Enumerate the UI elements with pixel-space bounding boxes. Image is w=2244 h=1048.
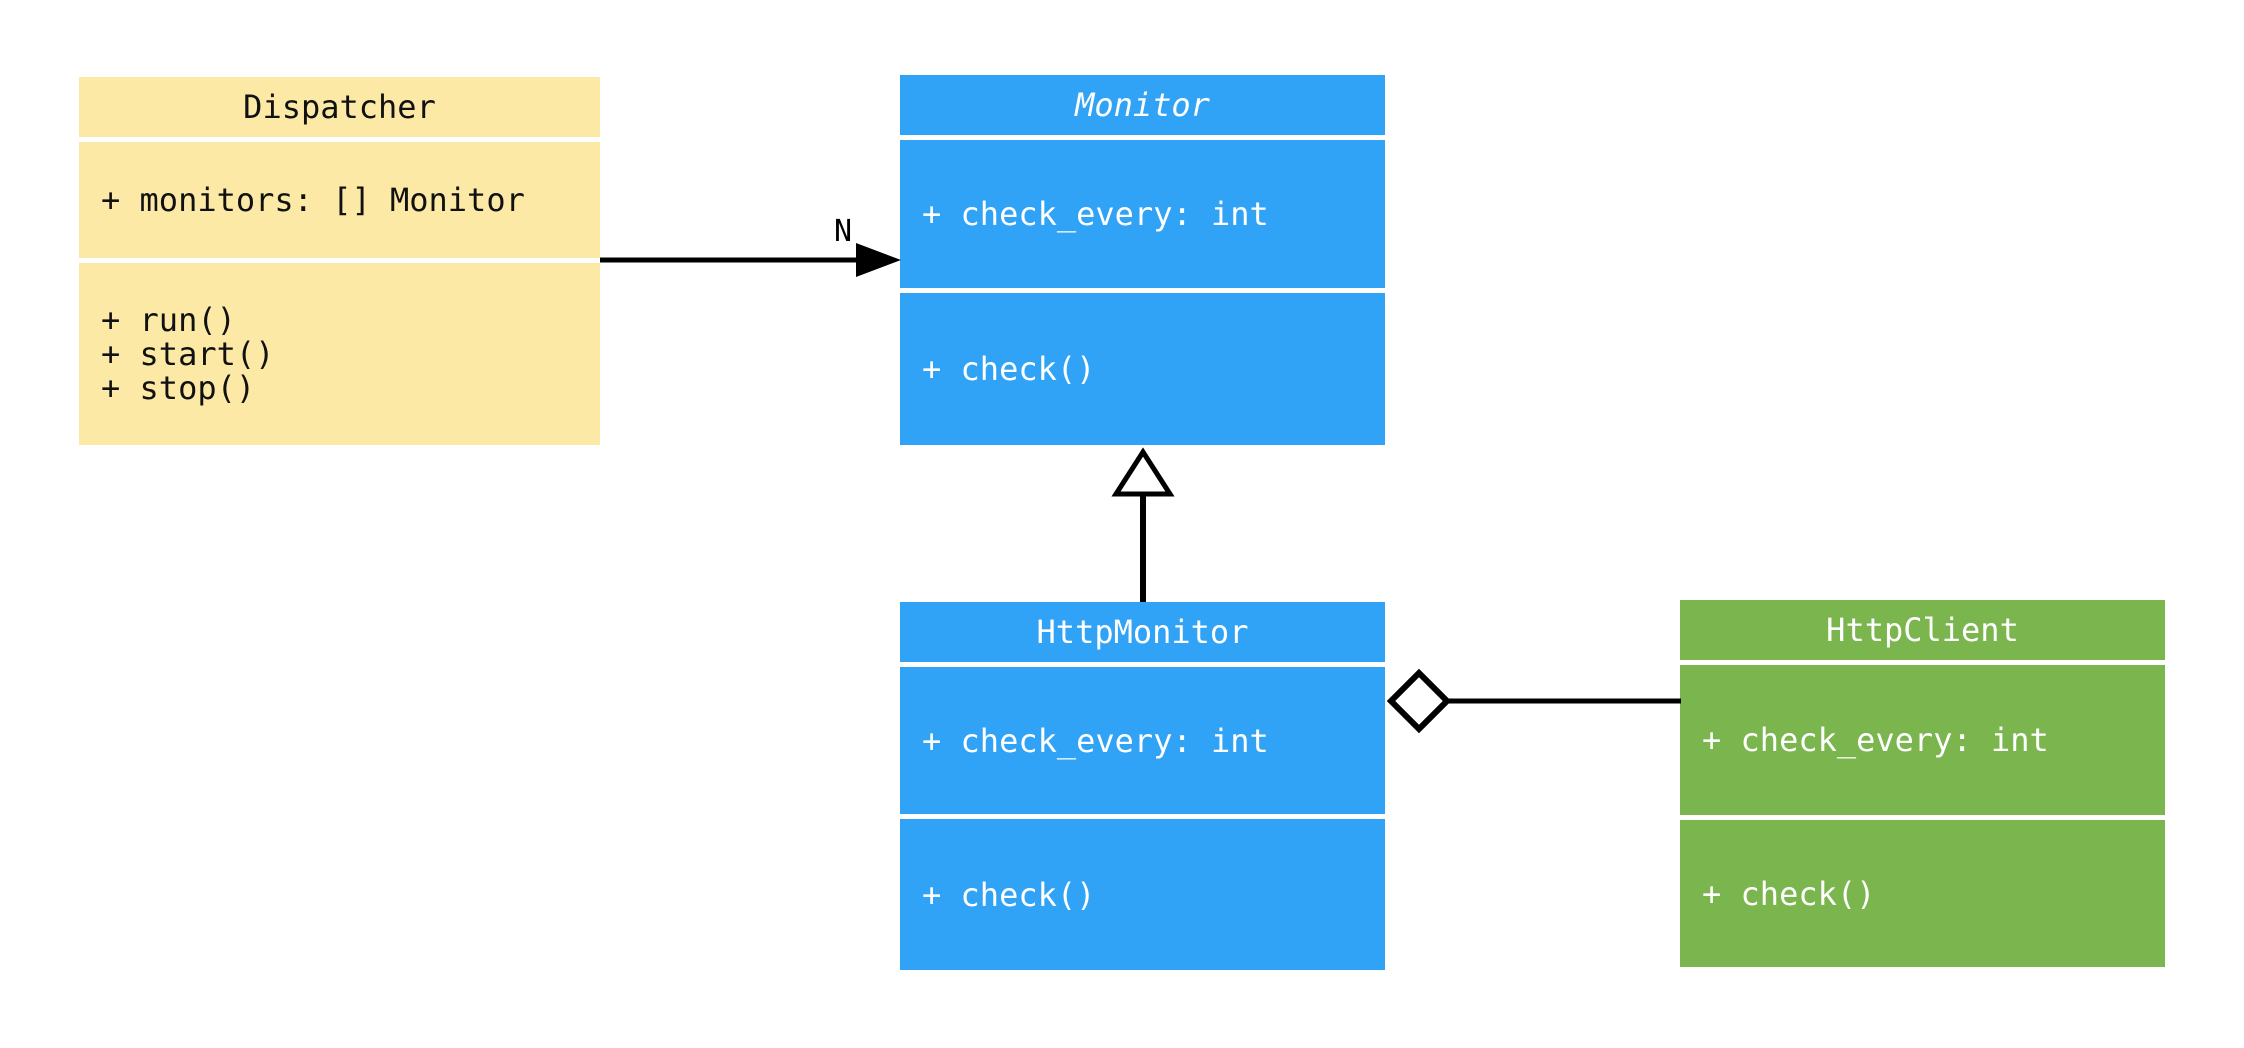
- class-name-label: Monitor: [1075, 86, 1210, 124]
- method-line: + check(): [1702, 874, 1876, 913]
- class-title-httpmonitor: HttpMonitor: [900, 602, 1385, 662]
- method-line: + check(): [922, 875, 1096, 914]
- class-methods-dispatcher: + run() + start() + stop(): [79, 263, 600, 445]
- method-line: + start(): [101, 335, 275, 373]
- attribute-line: + check_every: int: [1702, 721, 2049, 759]
- class-name-label: HttpClient: [1826, 611, 2019, 649]
- class-box-httpmonitor: HttpMonitor + check_every: int + check(): [900, 602, 1385, 970]
- class-box-httpclient: HttpClient + check_every: int + check(): [1680, 600, 2165, 967]
- attribute-line: + check_every: int: [922, 721, 1269, 760]
- class-methods-httpmonitor: + check(): [900, 819, 1385, 970]
- multiplicity-label: N: [834, 214, 852, 249]
- class-attributes-httpmonitor: + check_every: int: [900, 667, 1385, 814]
- class-attributes-dispatcher: + monitors: [] Monitor: [79, 142, 600, 258]
- association-arrowhead-icon: [856, 243, 901, 277]
- class-name-label: Dispatcher: [243, 88, 436, 126]
- attribute-line: + check_every: int: [922, 195, 1269, 233]
- method-line: + run(): [101, 301, 236, 339]
- class-methods-httpclient: + check(): [1680, 820, 2165, 967]
- method-line: + check(): [922, 350, 1096, 388]
- class-title-dispatcher: Dispatcher: [79, 77, 600, 137]
- class-box-monitor: Monitor + check_every: int + check(): [900, 75, 1385, 445]
- class-attributes-httpclient: + check_every: int: [1680, 665, 2165, 815]
- attribute-line: + monitors: [] Monitor: [101, 181, 525, 219]
- class-attributes-monitor: + check_every: int: [900, 140, 1385, 288]
- association-dispatcher-monitor: N: [600, 214, 901, 277]
- method-line: + stop(): [101, 369, 256, 407]
- aggregation-diamond-icon: [1386, 668, 1452, 734]
- class-methods-monitor: + check(): [900, 293, 1385, 445]
- aggregation-httpmonitor-httpclient: [1386, 668, 1681, 734]
- class-title-monitor: Monitor: [900, 75, 1385, 135]
- inheritance-httpmonitor-monitor: [1111, 447, 1175, 602]
- class-box-dispatcher: Dispatcher + monitors: [] Monitor + run(…: [79, 77, 600, 445]
- class-title-httpclient: HttpClient: [1680, 600, 2165, 660]
- inheritance-triangle-icon: [1111, 447, 1175, 497]
- class-name-label: HttpMonitor: [1036, 613, 1249, 651]
